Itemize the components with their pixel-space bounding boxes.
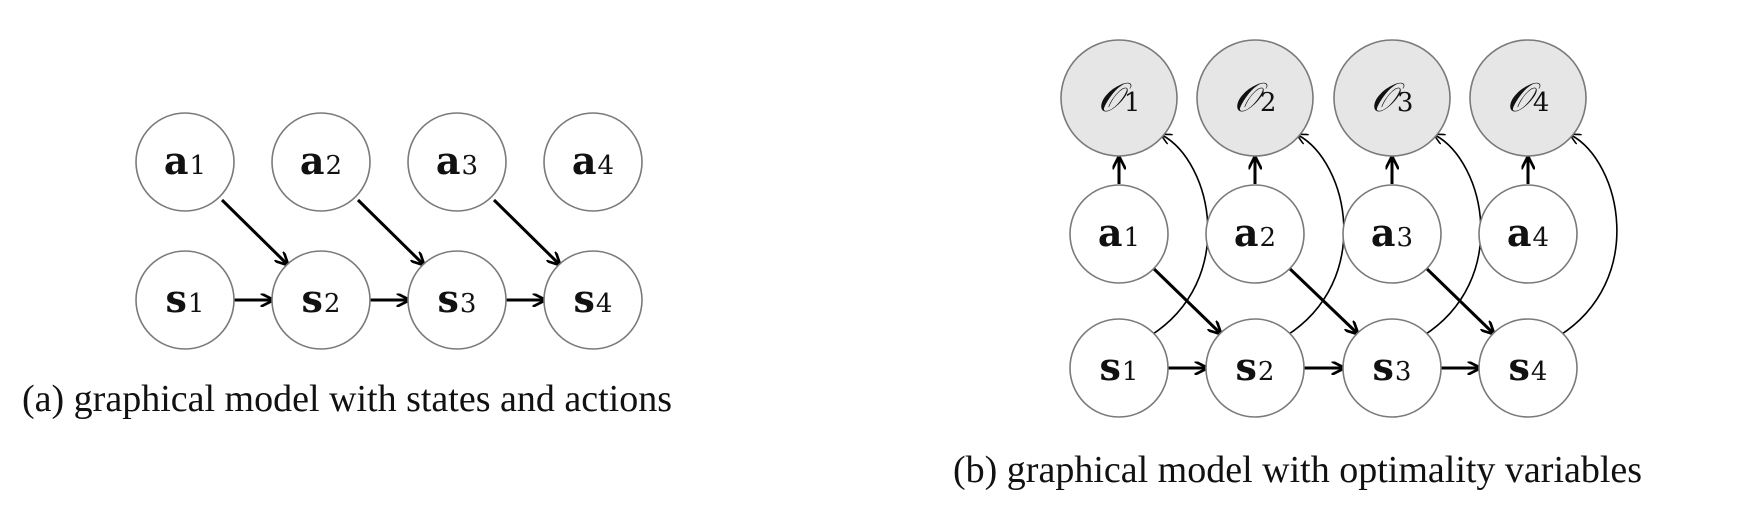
svg-text:a2: a2: [300, 138, 342, 183]
node-a1: a1: [135, 112, 235, 212]
panel-a: a1 a2 a3 a4 s1 s2 s3 s4: [22, 112, 672, 420]
svg-text:s3: s3: [438, 276, 477, 321]
svg-text:s3: s3: [1373, 344, 1412, 389]
node-s1-sub: 1: [188, 289, 205, 319]
svg-text:s2: s2: [302, 276, 341, 321]
node-b-a1-var: a: [1098, 210, 1123, 255]
node-a3: a3: [407, 112, 507, 212]
node-a4: a4: [543, 112, 643, 212]
node-b-s3-var: s: [1373, 344, 1394, 389]
svg-text:s1: s1: [166, 276, 205, 321]
node-b-a2-var: a: [1234, 210, 1259, 255]
node-a2-var: a: [300, 138, 325, 183]
node-b-a4-var: a: [1507, 210, 1532, 255]
panel-a-edges: [220, 198, 559, 300]
node-o4-sub: 4: [1533, 88, 1550, 118]
node-b-s3: s3: [1342, 318, 1442, 418]
svg-text:s4: s4: [1509, 344, 1548, 389]
svg-text:a2: a2: [1234, 210, 1276, 255]
node-b-s1-var: s: [1100, 344, 1121, 389]
edge-a1-s2: [220, 198, 287, 264]
node-s3-var: s: [438, 276, 459, 321]
svg-text:a4: a4: [1507, 210, 1549, 255]
edge-b-a1-s2: [1150, 265, 1220, 333]
edge-a2-s3: [356, 198, 423, 264]
node-o4: 𝒪4: [1469, 39, 1587, 157]
node-s4-sub: 4: [596, 289, 613, 319]
node-o1-sub: 1: [1124, 88, 1141, 118]
node-b-s1-sub: 1: [1122, 357, 1139, 387]
node-b-s2-sub: 2: [1258, 357, 1275, 387]
node-b-s1: s1: [1069, 318, 1169, 418]
node-b-a4-sub: 4: [1533, 223, 1550, 253]
node-o2: 𝒪2: [1196, 39, 1314, 157]
panel-b: 𝒪1 𝒪2 𝒪3 𝒪4 a1 a2 a3 a4: [953, 39, 1642, 491]
svg-text:a1: a1: [1098, 210, 1140, 255]
node-a2-sub: 2: [326, 151, 343, 181]
node-s4: s4: [543, 250, 643, 350]
node-o1: 𝒪1: [1060, 39, 1178, 157]
node-s2-var: s: [302, 276, 323, 321]
node-s1-var: s: [166, 276, 187, 321]
edge-a3-s4: [492, 198, 559, 264]
svg-text:a3: a3: [436, 138, 478, 183]
svg-text:a1: a1: [164, 138, 206, 183]
node-s2: s2: [271, 250, 371, 350]
caption-b: (b) graphical model with optimality vari…: [953, 449, 1642, 491]
node-o2-sub: 2: [1260, 88, 1277, 118]
node-b-a2: a2: [1205, 184, 1305, 284]
edge-b-a3-s4: [1423, 265, 1493, 333]
svg-text:a4: a4: [572, 138, 614, 183]
node-o3: 𝒪3: [1333, 39, 1451, 157]
node-b-s2-var: s: [1236, 344, 1257, 389]
node-a1-sub: 1: [190, 151, 207, 181]
arc-s4-o4: [1558, 135, 1618, 337]
node-b-s3-sub: 3: [1395, 357, 1412, 387]
node-b-a3-var: a: [1371, 210, 1396, 255]
node-s2-sub: 2: [324, 289, 341, 319]
caption-a: (a) graphical model with states and acti…: [22, 378, 672, 420]
node-b-s4-sub: 4: [1531, 357, 1548, 387]
edge-b-a2-s3: [1286, 265, 1357, 333]
svg-text:s2: s2: [1236, 344, 1275, 389]
svg-text:s1: s1: [1100, 344, 1139, 389]
node-a3-sub: 3: [462, 151, 479, 181]
node-b-s2: s2: [1205, 318, 1305, 418]
panel-b-edges: [1119, 158, 1528, 368]
node-b-a1: a1: [1069, 184, 1169, 284]
svg-text:a3: a3: [1371, 210, 1413, 255]
node-s3: s3: [407, 250, 507, 350]
node-s3-sub: 3: [460, 289, 477, 319]
node-a4-var: a: [572, 138, 597, 183]
node-b-a2-sub: 2: [1260, 223, 1277, 253]
node-a1-var: a: [164, 138, 189, 183]
node-b-a3-sub: 3: [1397, 223, 1414, 253]
node-s4-var: s: [574, 276, 595, 321]
svg-text:s4: s4: [574, 276, 613, 321]
node-o3-sub: 3: [1397, 88, 1414, 118]
node-a4-sub: 4: [598, 151, 615, 181]
node-s1: s1: [135, 250, 235, 350]
node-a2: a2: [271, 112, 371, 212]
node-a3-var: a: [436, 138, 461, 183]
node-b-a4: a4: [1478, 184, 1578, 284]
node-b-s4-var: s: [1509, 344, 1530, 389]
node-b-s4: s4: [1478, 318, 1578, 418]
node-b-a1-sub: 1: [1124, 223, 1141, 253]
node-b-a3: a3: [1342, 184, 1442, 284]
